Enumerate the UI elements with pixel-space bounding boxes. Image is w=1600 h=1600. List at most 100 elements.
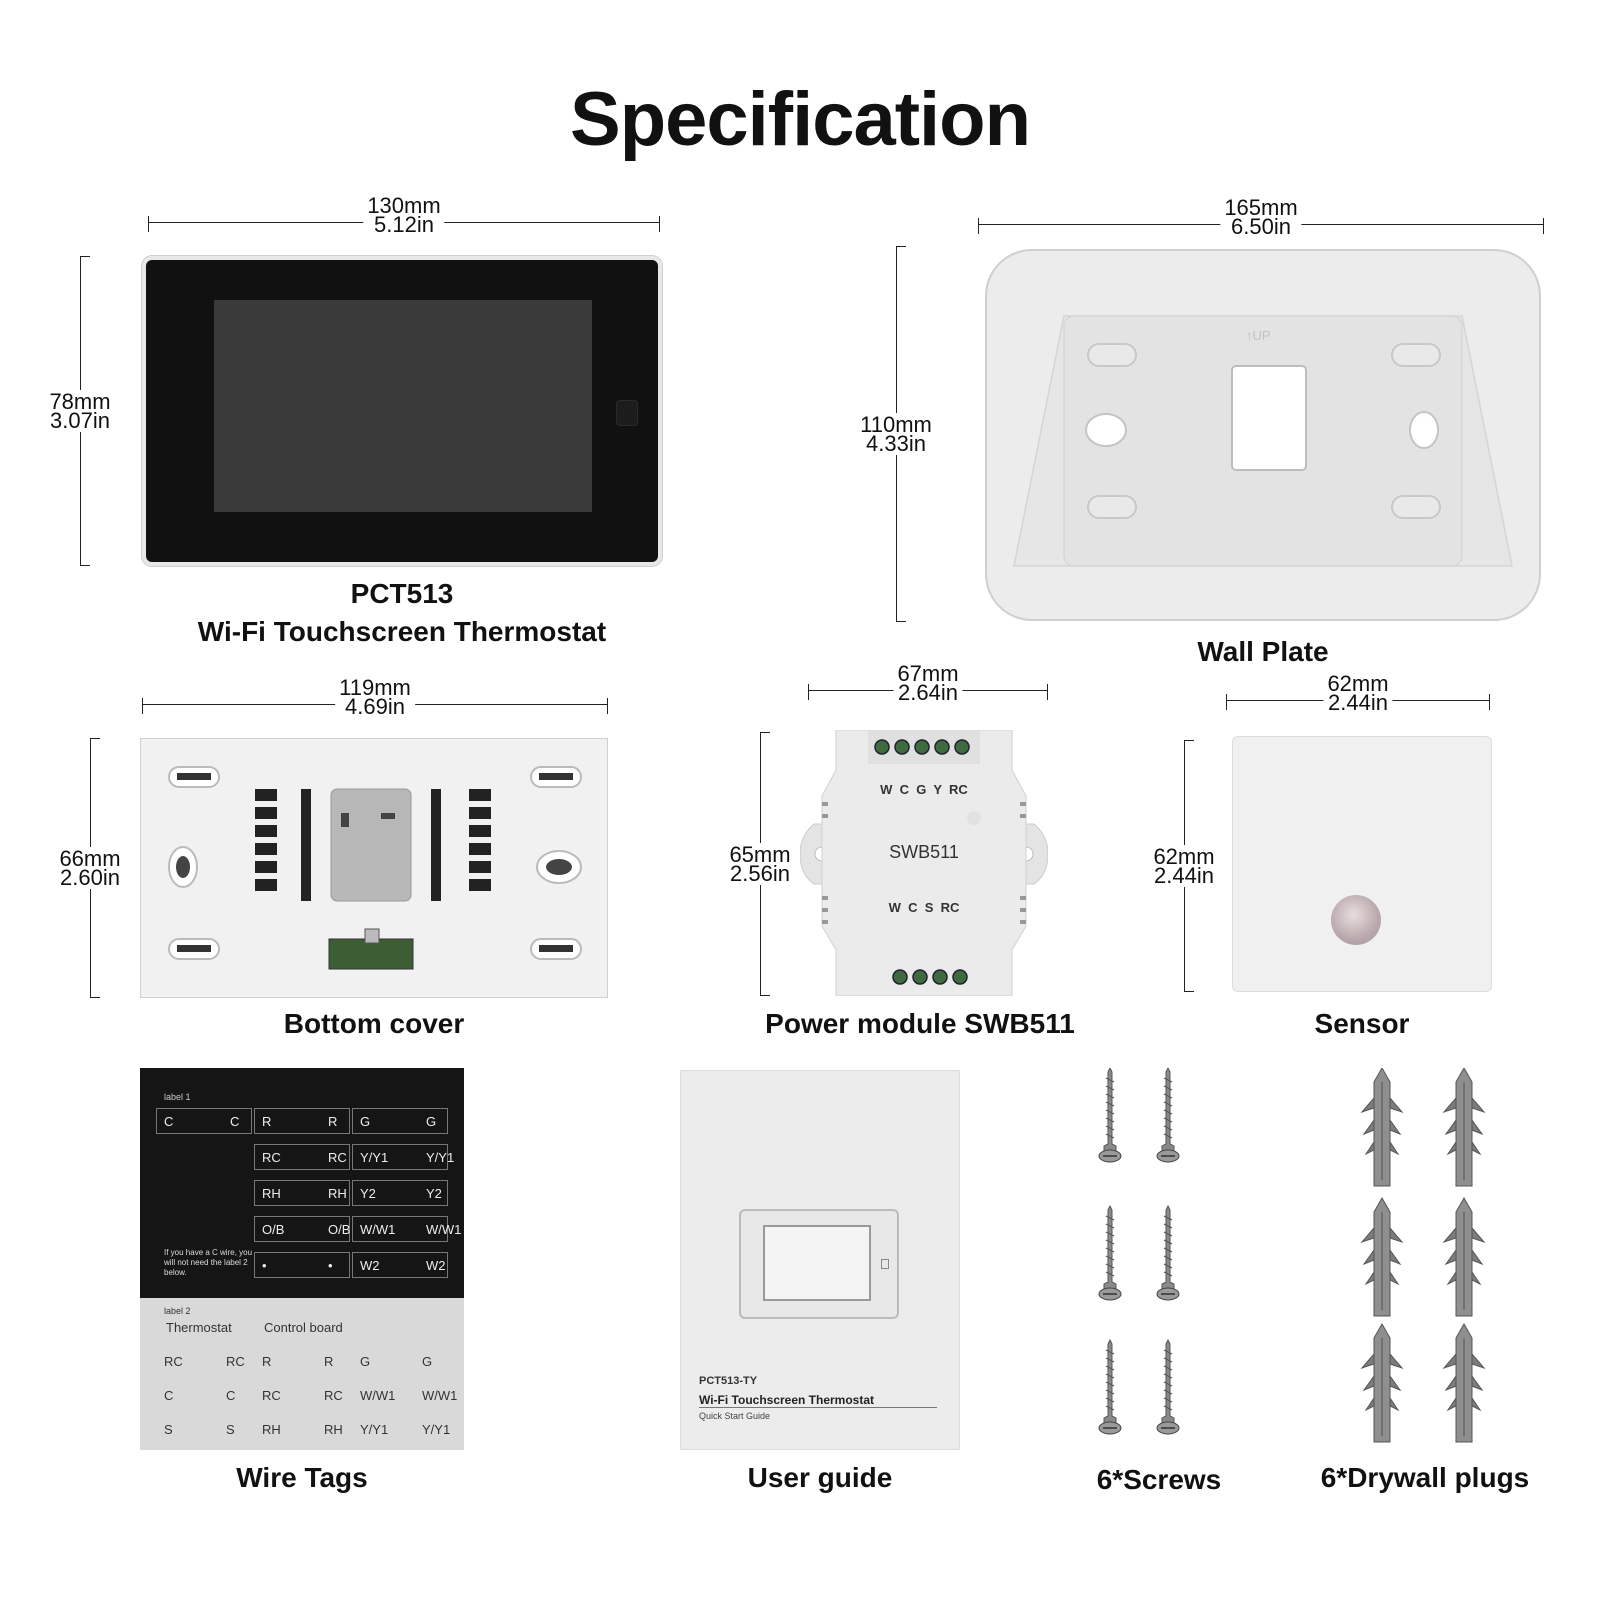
wiretags-label: Wire Tags: [236, 1462, 368, 1493]
wire-tag-cell: S: [164, 1422, 173, 1437]
wire-tag-cell: R: [324, 1354, 334, 1369]
wire-tag-cell: RC: [328, 1150, 347, 1165]
bottomcover-width-mm: 119mm: [339, 675, 411, 700]
powermodule-model-print: SWB511: [889, 842, 959, 862]
wire-tag-cell: Y/Y1: [426, 1150, 455, 1165]
plugs-image: [1361, 1068, 1485, 1443]
plugs-label: 6*Drywall plugs: [1320, 1462, 1530, 1493]
userguide-label: User guide: [747, 1462, 893, 1493]
thermostat-image: [142, 256, 662, 566]
wire-tag-cell: O/B: [262, 1222, 285, 1237]
sensor-height-mm: 62mm: [1153, 844, 1215, 869]
page-title: Specification: [570, 77, 1031, 162]
wire-tag-cell: RH: [262, 1422, 281, 1437]
wire-tag-cell: Y/Y1: [360, 1150, 389, 1165]
powermodule-label: Power module SWB511: [765, 1008, 1075, 1039]
sensor-image: [1232, 736, 1492, 992]
wire-tag-cell: G: [422, 1354, 433, 1369]
wire-tag-cell: RH: [262, 1186, 281, 1201]
wire-tag-cell: W2: [426, 1258, 446, 1273]
user-guide-image: PCT513-TY Wi-Fi Touchscreen Thermostat Q…: [680, 1070, 960, 1450]
wire-tag-cell: R: [262, 1114, 272, 1129]
wire-tag-cell: C: [226, 1388, 236, 1403]
sensor-width-mm: 62mm: [1327, 671, 1389, 696]
wire-tag-cell: RH: [328, 1186, 347, 1201]
wire-tag-cell: G: [360, 1114, 371, 1129]
wire-tag-cell: Y/Y1: [422, 1422, 451, 1437]
wire-tags-label2-title: label 2: [164, 1306, 191, 1316]
wire-tag-cell: W/W1: [360, 1388, 396, 1403]
wallplate-width-in: 6.50in: [1231, 214, 1291, 239]
wall-plate-image: ↑UP: [984, 248, 1542, 622]
wire-tag-cell: S: [226, 1422, 235, 1437]
wire-tags-label1-title: label 1: [164, 1092, 191, 1102]
sensor-lens: [1331, 895, 1381, 945]
powermodule-width-mm: 67mm: [897, 661, 959, 686]
thermostat-touch-button: [616, 400, 638, 426]
wire-tags-note: If you have a C wire, you will not need …: [164, 1248, 253, 1277]
wire-tag-cell: W2: [360, 1258, 380, 1273]
wire-tag-cell: R: [262, 1354, 272, 1369]
wire-tag-cell: •: [328, 1258, 333, 1273]
wire-tag-cell: W/W1: [426, 1222, 462, 1237]
wallplate-width-mm: 165mm: [1224, 195, 1298, 220]
powermodule-height-in: 2.56in: [730, 861, 790, 886]
powermodule-top-terminals: W C G Y RC: [880, 782, 968, 797]
wire-tag-cell: RC: [324, 1388, 343, 1403]
screws-image: [1098, 1068, 1180, 1435]
wire-tag-cell: O/B: [328, 1222, 351, 1237]
sensor-height-in: 2.44in: [1154, 863, 1214, 888]
wallplate-height-in: 4.33in: [866, 431, 926, 456]
wire-tag-cell: C: [164, 1388, 174, 1403]
wire-tag-cell: C: [164, 1114, 174, 1129]
wire-tag-cell: •: [262, 1258, 267, 1273]
bottomcover-height-mm: 66mm: [59, 846, 121, 871]
bottomcover-label: Bottom cover: [283, 1008, 465, 1039]
user-guide-thermostat-drawing: [739, 1209, 899, 1319]
wire-tag-cell: C: [230, 1114, 240, 1129]
powermodule-height-mm: 65mm: [729, 842, 791, 867]
wire-tag-cell: RH: [324, 1422, 343, 1437]
wire-tag-cell: RC: [262, 1150, 281, 1165]
bottom-cover-image: [140, 738, 608, 998]
wire-tag-cell: R: [328, 1114, 338, 1129]
wire-tag-cell: RC: [262, 1388, 281, 1403]
wire-tag-cell: G: [426, 1114, 437, 1129]
thermostat-screen: [214, 300, 592, 512]
user-guide-subtitle: Quick Start Guide: [699, 1411, 771, 1421]
powermodule-bottom-terminals: W C S RC: [889, 900, 960, 915]
sensor-label: Sensor: [1314, 1008, 1410, 1039]
user-guide-rule: [699, 1407, 937, 1408]
thermostat-height-mm: 78mm: [49, 389, 111, 414]
bottomcover-height-in: 2.60in: [60, 865, 120, 890]
wire-tag-cell: Y2: [426, 1186, 442, 1201]
thermostat-model: PCT513: [350, 578, 454, 609]
screws-label: 6*Screws: [1096, 1464, 1222, 1495]
powermodule-width-in: 2.64in: [898, 680, 958, 705]
wire-tag-cell: RC: [164, 1354, 183, 1369]
wire-tags-grid: [156, 1108, 252, 1134]
user-guide-title: Wi-Fi Touchscreen Thermostat: [699, 1393, 875, 1407]
wire-tag-cell: Y/Y1: [360, 1422, 389, 1437]
wallplate-height-mm: 110mm: [860, 412, 932, 437]
thermostat-width-in: 5.12in: [374, 212, 434, 237]
wire-tags-thermostat-header: Thermostat: [166, 1320, 232, 1335]
wire-tag-cell: W/W1: [360, 1222, 396, 1237]
wire-tag-cell: W/W1: [422, 1388, 458, 1403]
bottomcover-width-in: 4.69in: [345, 694, 405, 719]
thermostat-width-mm: 130mm: [367, 193, 441, 218]
wallplate-label: Wall Plate: [1197, 636, 1329, 667]
wire-tag-cell: Y2: [360, 1186, 376, 1201]
